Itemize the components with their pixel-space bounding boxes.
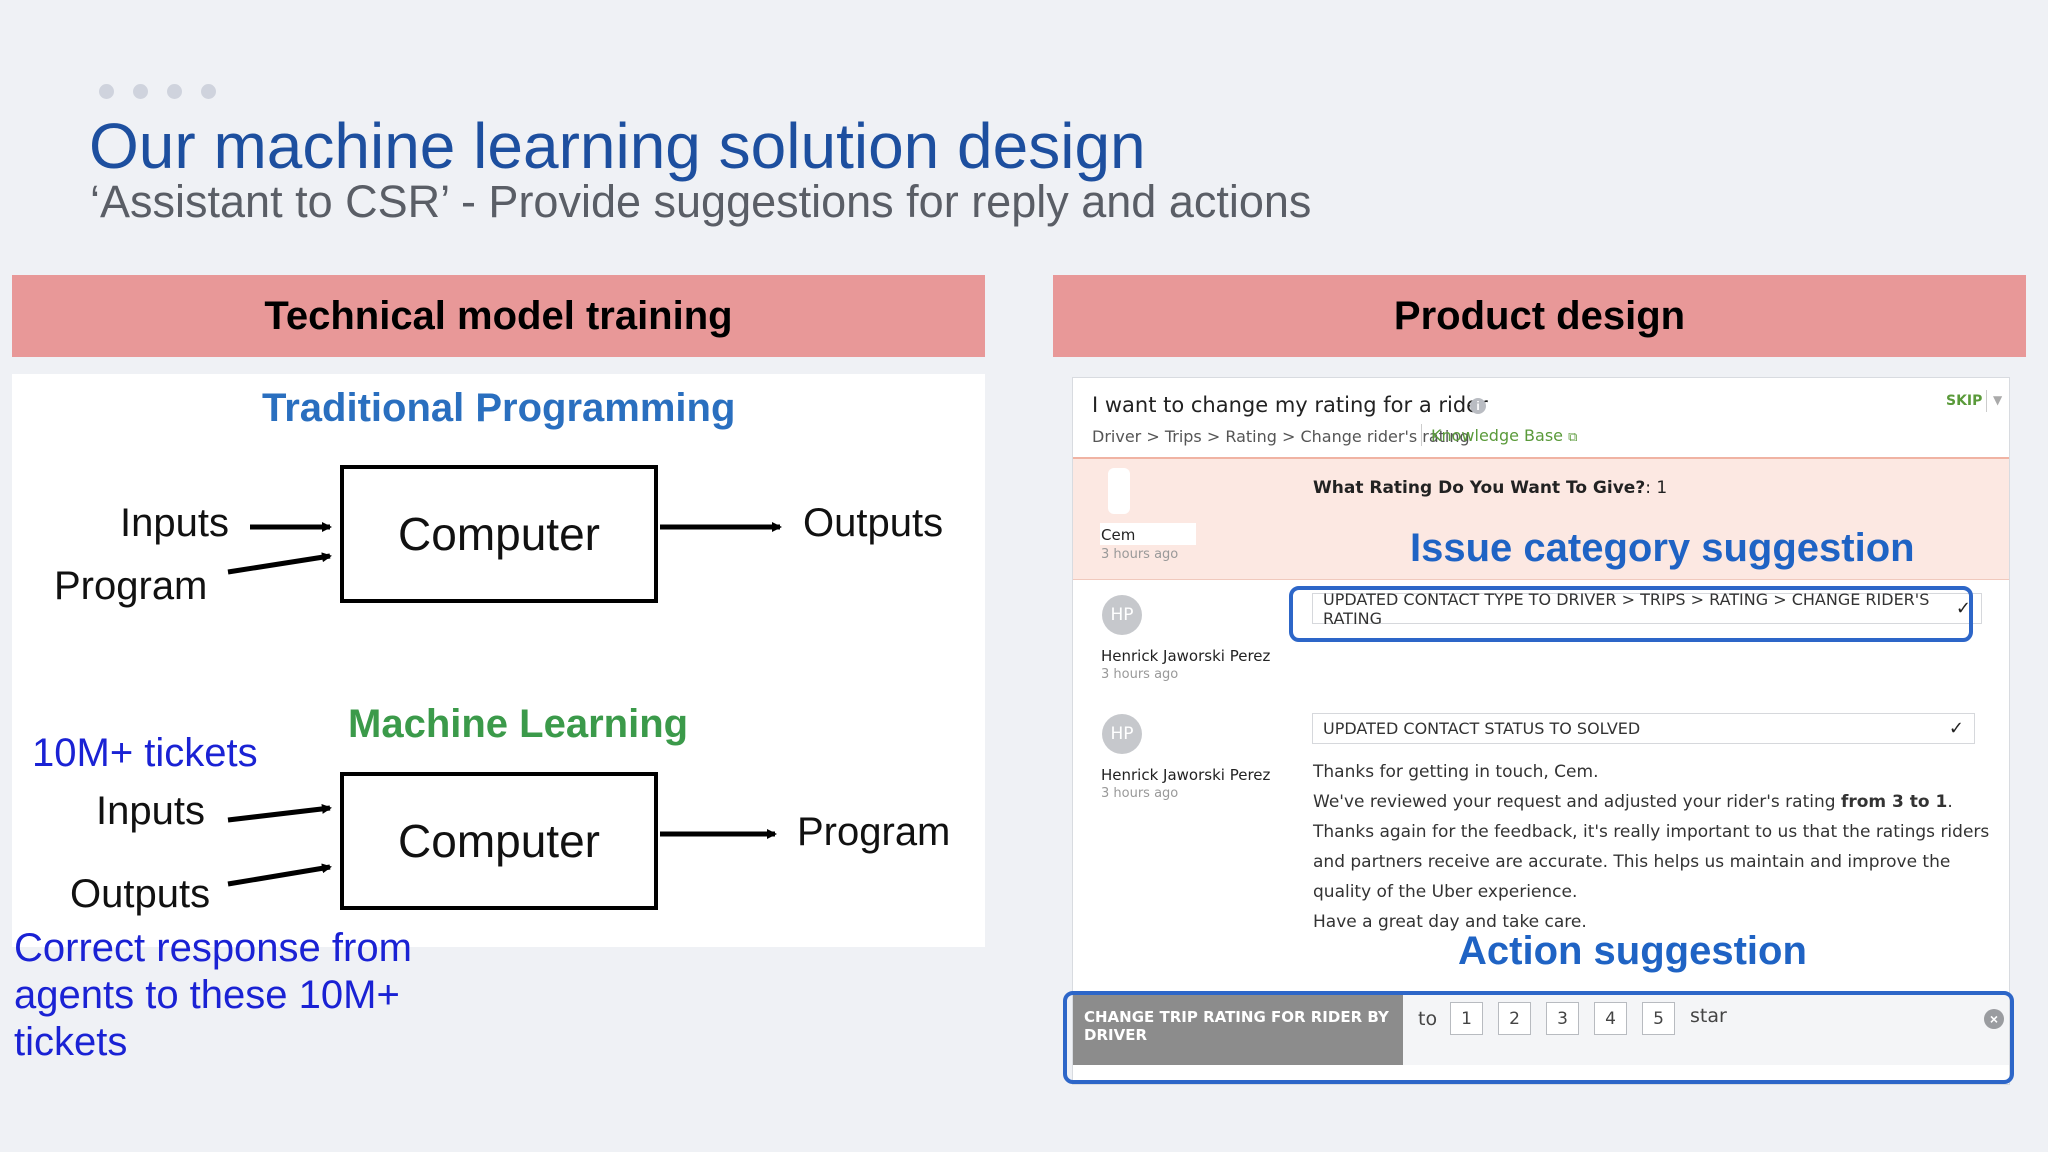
progress-dot	[133, 84, 148, 99]
rating-answer: : 1	[1645, 478, 1668, 498]
ml-program-label: Program	[797, 810, 951, 854]
rating-option-2[interactable]: 2	[1498, 1002, 1531, 1035]
reply-line: We've reviewed your request and adjusted…	[1313, 787, 1989, 817]
rating-question-label: What Rating Do You Want To Give?	[1313, 478, 1646, 498]
arrow-right	[227, 552, 332, 575]
update-text: UPDATED CONTACT TYPE TO DRIVER > TRIPS >…	[1323, 589, 1930, 628]
reply-line: quality of the Uber experience.	[1313, 882, 1578, 902]
message-author: Cem	[1101, 526, 1136, 544]
rating-option-4[interactable]: 4	[1594, 1002, 1627, 1035]
ml-output-label: Outputs	[70, 872, 211, 916]
reply-bold: from 3 to 1	[1840, 792, 1948, 812]
machine-learning-title: Machine Learning	[348, 702, 689, 746]
close-circle-icon[interactable]: ×	[1984, 1009, 2004, 1029]
chevron-down-icon[interactable]: ▼	[1993, 393, 2003, 407]
traditional-computer-box: Computer	[340, 465, 658, 603]
reply-line: Have a great day and take care.	[1313, 912, 1587, 932]
ml-computer-box: Computer	[340, 772, 658, 910]
rating-option-1[interactable]: 1	[1450, 1002, 1483, 1035]
contact-status-update: UPDATED CONTACT STATUS TO SOLVED ✓	[1312, 713, 1975, 744]
customer-message	[1073, 457, 2009, 580]
arrow-right	[227, 863, 332, 887]
action-suggestion-highlight	[1063, 991, 2014, 1084]
contact-type-update: UPDATED CONTACT TYPE TO DRIVER > TRIPS >…	[1312, 590, 1982, 628]
issue-suggestion-highlight	[1289, 586, 1973, 642]
reply-suffix: .	[1947, 792, 1953, 812]
avatar: HP	[1102, 714, 1142, 754]
section-header-training: Technical model training	[12, 275, 985, 357]
breadcrumb: Driver > Trips > Rating > Change rider's…	[1092, 427, 1470, 446]
traditional-program-label: Program	[54, 564, 208, 608]
knowledge-base-label: Knowledge Base	[1431, 426, 1563, 445]
action-label-box	[1073, 993, 1403, 1065]
external-link-icon: ⧉	[1568, 430, 1578, 445]
slide-subtitle: ‘Assistant to CSR’ - Provide suggestions…	[90, 176, 1312, 227]
rating-option-5[interactable]: 5	[1642, 1002, 1675, 1035]
diagram-arrows	[227, 522, 782, 887]
correct-response-note-line: agents to these 10M+	[14, 973, 400, 1017]
action-label: CHANGE TRIP RATING FOR RIDER BY DRIVER	[1084, 1008, 1389, 1044]
tickets-note: 10M+ tickets	[32, 731, 258, 775]
rating-option-3[interactable]: 3	[1546, 1002, 1579, 1035]
info-icon[interactable]: i	[1470, 398, 1486, 414]
message-author: Henrick Jaworski Perez	[1101, 766, 1271, 784]
action-suggestion-callout: Action suggestion	[1458, 929, 1807, 973]
check-icon: ✓	[1948, 718, 1964, 739]
name-mask	[1100, 523, 1196, 545]
correct-response-note-line: Correct response from	[14, 926, 412, 970]
reply-text: We've reviewed your request and adjusted…	[1313, 792, 1836, 812]
traditional-programming-title: Traditional Programming	[262, 386, 736, 430]
to-label: to	[1418, 1008, 1438, 1030]
divider	[1421, 424, 1422, 446]
action-label-line: CHANGE TRIP RATING FOR RIDER BY	[1084, 1008, 1389, 1026]
message-time: 3 hours ago	[1101, 547, 1179, 562]
check-icon: ✓	[1955, 598, 1971, 619]
message-author: Henrick Jaworski Perez	[1101, 647, 1271, 665]
star-label: star	[1690, 1005, 1727, 1027]
divider	[1986, 390, 1987, 412]
reply-line: Thanks for getting in touch, Cem.	[1313, 762, 1599, 782]
skip-button[interactable]: SKIP	[1946, 393, 1983, 409]
rating-question: What Rating Do You Want To Give?: 1	[1313, 478, 1667, 498]
correct-response-note-line: tickets	[14, 1020, 128, 1064]
slide-title: Our machine learning solution design	[89, 110, 1146, 182]
action-label-line: DRIVER	[1084, 1026, 1147, 1044]
section-header-product: Product design	[1053, 275, 2026, 357]
avatar	[1108, 468, 1130, 514]
agent-reply: Thanks for getting in touch, Cem. We've …	[1313, 757, 1989, 937]
avatar: HP	[1102, 595, 1142, 635]
issue-category-callout: Issue category suggestion	[1410, 526, 1915, 570]
message-time: 3 hours ago	[1101, 667, 1179, 682]
reply-line: Thanks again for the feedback, it's real…	[1313, 822, 1990, 842]
reply-line: and partners receive are accurate. This …	[1313, 852, 1951, 872]
progress-dot	[201, 84, 216, 99]
message-time: 3 hours ago	[1101, 786, 1179, 801]
ml-input-label: Inputs	[96, 789, 205, 833]
arrow-right	[227, 803, 332, 823]
update-text: UPDATED CONTACT STATUS TO SOLVED	[1323, 719, 1641, 738]
progress-dot	[99, 84, 114, 99]
progress-dot	[167, 84, 182, 99]
knowledge-base-link[interactable]: Knowledge Base ⧉	[1431, 426, 1577, 445]
traditional-output-label: Outputs	[803, 501, 944, 545]
traditional-input-label: Inputs	[120, 501, 229, 545]
ticket-question: I want to change my rating for a rider	[1092, 393, 1488, 417]
